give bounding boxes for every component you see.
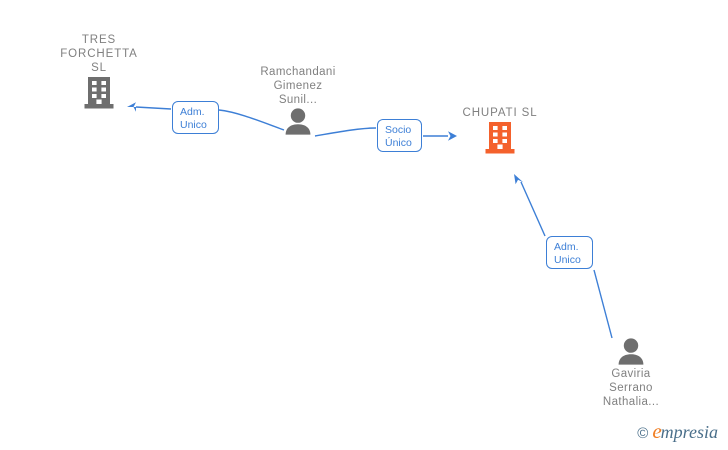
edge-gaviria-to-chupati[interactable] — [514, 174, 613, 339]
graph-node-ramchandani-gimenez-sunil[interactable]: Ramchandani Gimenez Sunil... — [233, 65, 363, 135]
relation-label-adm-unico-chupati[interactable]: Adm. Unico — [546, 236, 593, 269]
relation-label-socio-unico-chupati[interactable]: Socio Único — [377, 119, 422, 152]
relation-label-adm-unico-tres-forchetta[interactable]: Adm. Unico — [172, 101, 219, 134]
graph-node-gaviria-serrano-nathalia[interactable]: Gaviria Serrano Nathalia... — [566, 338, 696, 409]
empresia-brand-initial: e — [652, 419, 662, 443]
building-icon — [84, 77, 114, 109]
building-icon — [485, 122, 515, 154]
graph-node-chupati-sl[interactable]: CHUPATI SL — [435, 106, 565, 155]
edge-ramchandani-to-chupati[interactable] — [314, 127, 457, 141]
node-label: Ramchandani Gimenez Sunil... — [260, 66, 336, 106]
node-label: Gaviria Serrano Nathalia... — [602, 368, 660, 408]
node-label: TRES FORCHETTA SL — [60, 34, 138, 74]
graph-node-tres-forchetta-sl[interactable]: TRES FORCHETTA SL — [34, 33, 164, 110]
empresia-brand-rest: mpresia — [660, 422, 718, 442]
copyright-icon: © — [637, 425, 649, 442]
edge-ramchandani-to-tres-forchetta[interactable] — [127, 102, 285, 131]
person-icon — [285, 108, 311, 135]
empresia-watermark: © e mpresia — [637, 419, 718, 443]
node-label: CHUPATI SL — [462, 107, 538, 119]
person-icon — [618, 338, 644, 365]
